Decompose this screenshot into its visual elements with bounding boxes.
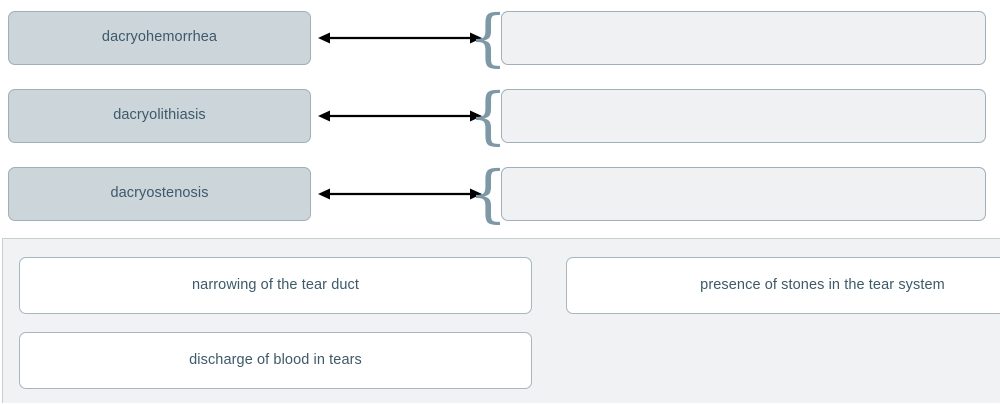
double-arrow-icon	[318, 11, 482, 65]
match-row: dacryohemorrhea {	[0, 1, 1000, 74]
term-box-2[interactable]: dacryostenosis	[8, 167, 311, 221]
match-row: dacryolithiasis {	[0, 79, 1000, 152]
brace-icon: {	[468, 157, 508, 230]
word-bank-tile-2[interactable]: presence of stones in the tear system	[566, 257, 1000, 314]
answer-dropzone-1[interactable]	[501, 89, 986, 143]
word-bank-grid: narrowing of the tear duct discharge of …	[3, 239, 1000, 404]
word-bank-tile-label: presence of stones in the tear system	[700, 276, 945, 293]
word-bank-tile-0[interactable]: narrowing of the tear duct	[19, 257, 532, 314]
double-arrow-icon	[318, 167, 482, 221]
word-bank-tile-1[interactable]: discharge of blood in tears	[19, 332, 532, 389]
answer-dropzone-2[interactable]	[501, 167, 986, 221]
word-bank-panel: narrowing of the tear duct discharge of …	[2, 238, 1000, 403]
double-arrow-icon	[318, 89, 482, 143]
answer-dropzone-0[interactable]	[501, 11, 986, 65]
word-bank-tile-label: narrowing of the tear duct	[191, 276, 360, 293]
term-box-0[interactable]: dacryohemorrhea	[8, 11, 311, 65]
term-label: dacryohemorrhea	[101, 29, 218, 46]
term-label: dacryostenosis	[110, 185, 209, 202]
term-box-1[interactable]: dacryolithiasis	[8, 89, 311, 143]
term-label: dacryolithiasis	[113, 107, 206, 124]
match-row: dacryostenosis {	[0, 157, 1000, 230]
word-bank-tile-label: discharge of blood in tears	[189, 351, 362, 368]
brace-icon: {	[468, 1, 508, 74]
matching-rows-region: dacryohemorrhea { dacryolithiasis	[0, 1, 1000, 230]
brace-icon: {	[468, 79, 508, 152]
